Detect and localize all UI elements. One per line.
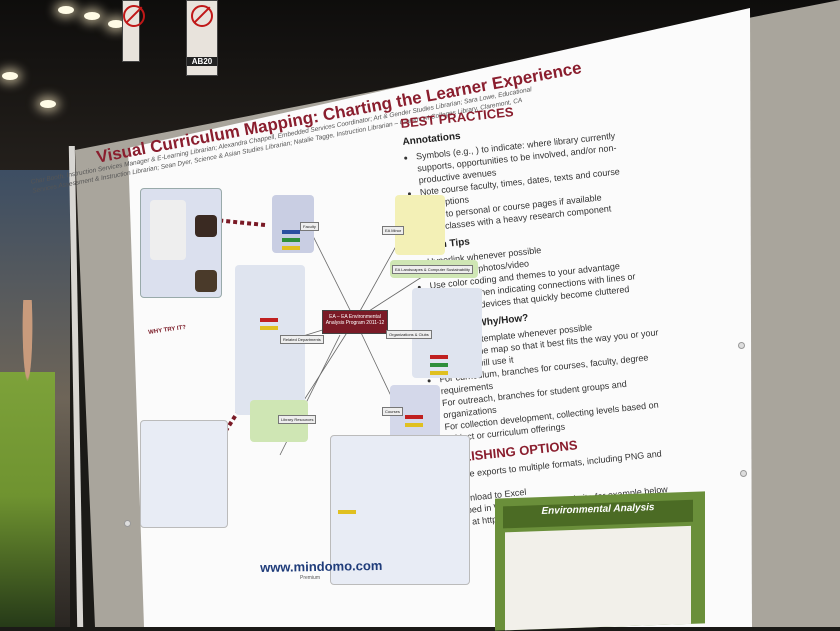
node-label: Courses bbox=[382, 407, 403, 416]
word-cloud bbox=[150, 200, 186, 260]
booth-number: AB20 bbox=[187, 57, 217, 66]
push-pin bbox=[124, 520, 131, 527]
attendee bbox=[0, 300, 55, 627]
minor-branch bbox=[395, 195, 445, 255]
mind-map: EA – EA Environmental Analysis Program 2… bbox=[140, 188, 482, 590]
no-smoking-sign bbox=[122, 0, 145, 62]
node-label: Faculty bbox=[300, 222, 319, 231]
no-smoking-icon bbox=[191, 5, 213, 27]
color-tag bbox=[405, 415, 423, 419]
thumbnail-banner: Environmental Analysis bbox=[503, 499, 693, 529]
ceiling-light bbox=[108, 20, 124, 28]
color-tag bbox=[282, 230, 300, 234]
ceiling-light bbox=[40, 100, 56, 108]
color-tag bbox=[282, 238, 300, 242]
notes-panel bbox=[140, 420, 228, 528]
color-tag bbox=[260, 318, 278, 322]
photo bbox=[195, 215, 217, 237]
ceiling-light bbox=[2, 72, 18, 80]
node-label: EA Landscapes & Computer Sustainability bbox=[392, 265, 473, 274]
color-tag bbox=[430, 355, 448, 359]
website-thumbnail: Environmental Analysis bbox=[495, 491, 705, 631]
color-tag bbox=[260, 326, 278, 330]
push-pin bbox=[738, 342, 745, 349]
booth-sign: AB20 bbox=[186, 0, 218, 76]
color-tag bbox=[430, 363, 448, 367]
color-tag bbox=[338, 510, 356, 514]
no-smoking-icon bbox=[123, 5, 145, 27]
node-label: Related Departments bbox=[280, 335, 324, 344]
photo bbox=[195, 270, 217, 292]
color-tag bbox=[282, 246, 300, 250]
node-label: Organizations & Clubs bbox=[386, 330, 432, 339]
push-pin bbox=[740, 470, 747, 477]
color-tag bbox=[405, 423, 423, 427]
color-tag bbox=[430, 371, 448, 375]
footer-url: www.mindomo.com bbox=[260, 557, 383, 575]
footer-badge: Premium bbox=[300, 575, 321, 581]
thumbnail-content bbox=[505, 525, 691, 631]
ceiling-light bbox=[84, 12, 100, 20]
node-label: EA Minor bbox=[382, 226, 405, 235]
node-label: Library Resources bbox=[278, 415, 317, 424]
ceiling-light bbox=[58, 6, 74, 14]
map-hub: EA – EA Environmental Analysis Program 2… bbox=[322, 310, 388, 334]
